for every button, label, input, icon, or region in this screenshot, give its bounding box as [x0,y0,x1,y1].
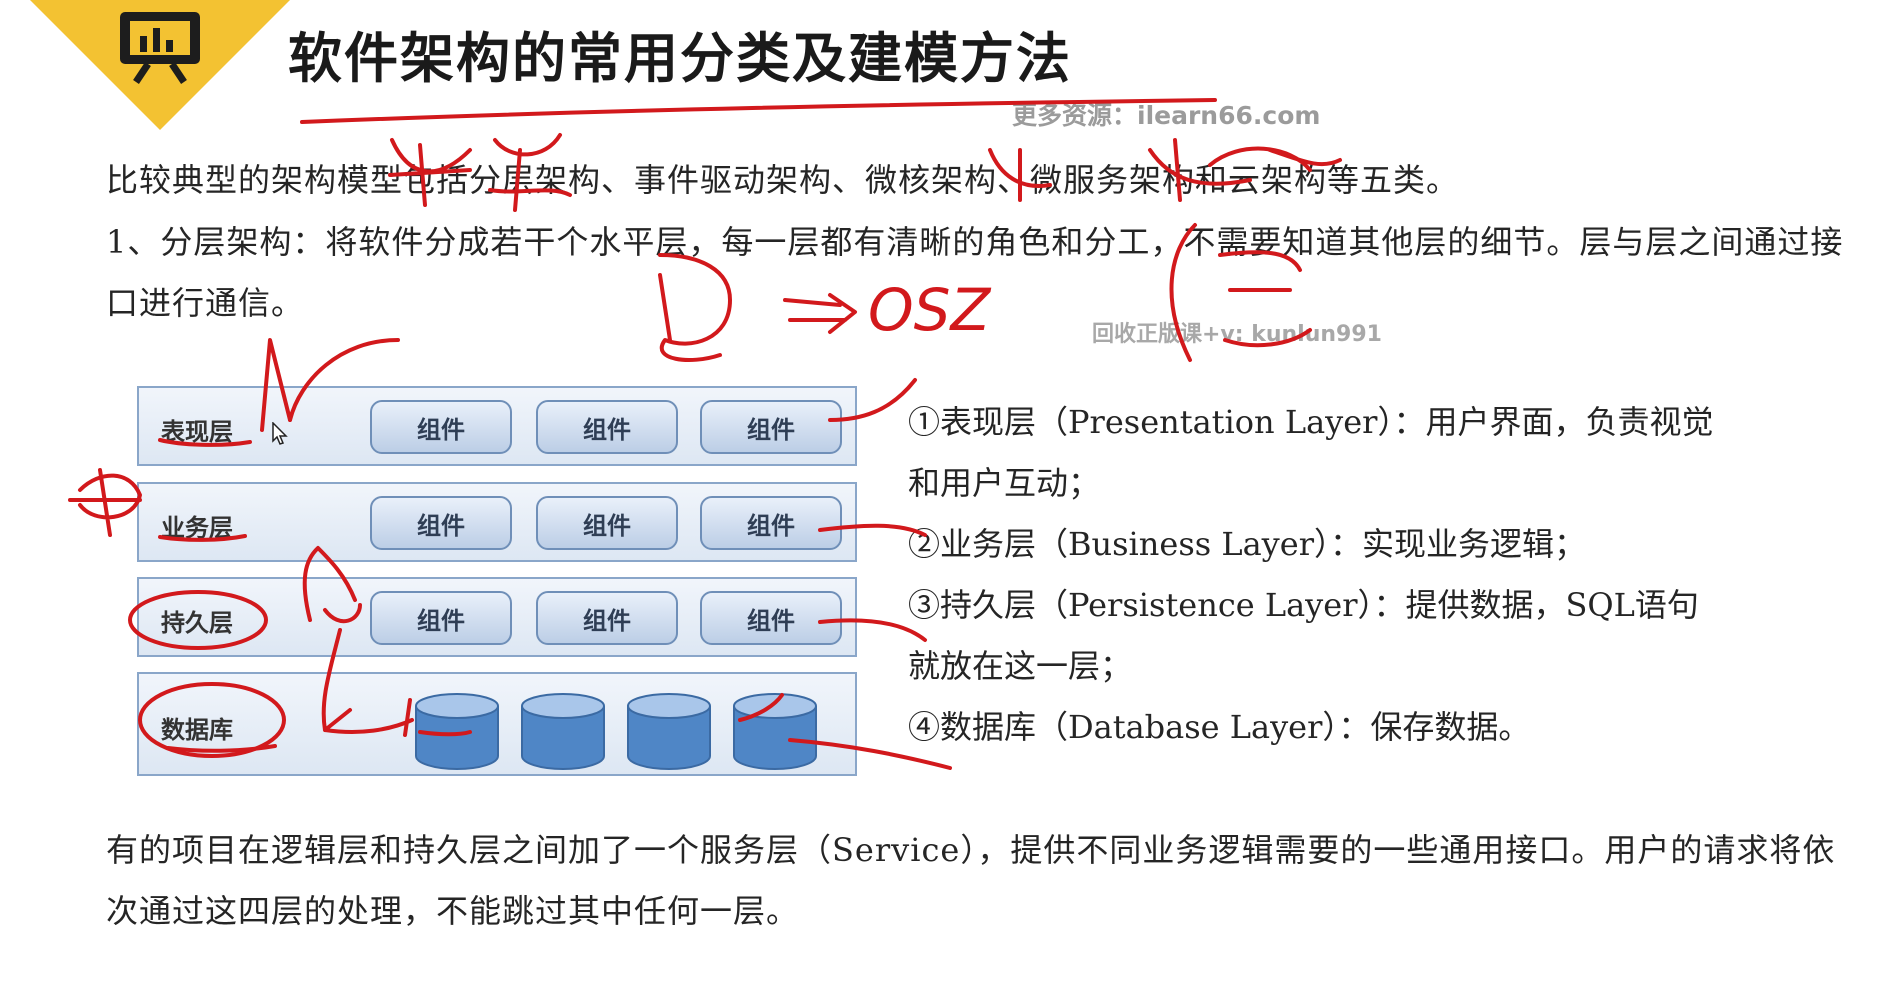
closing-paragraph: 有的项目在逻辑层和持久层之间加了一个服务层（Service），提供不同业务逻辑需… [106,831,1836,930]
database-cylinder-icon [521,693,605,770]
component-box: 组件 [700,496,842,550]
layer-label: 数据库 [161,716,233,744]
component-box: 组件 [700,400,842,454]
watermark-top: 更多资源：ilearn66.com [1012,101,1321,130]
desc-persistence: ③持久层（Persistence Layer）：提供数据，SQL语句就放在这一层… [908,586,1699,685]
layer-presentation: 表现层 组件 组件 组件 [137,386,857,466]
layer-persistence: 持久层 组件 组件 组件 [137,577,857,657]
component-box: 组件 [536,591,678,645]
watermark-mid: 回收正版课+v: kunlun991 [1092,322,1382,347]
component-box: 组件 [370,496,512,550]
component-box: 组件 [370,400,512,454]
component-box: 组件 [700,591,842,645]
database-cylinder-icon [415,693,499,770]
layered-architecture-diagram: 表现层 组件 组件 组件 业务层 组件 组件 组件 持久层 组件 组件 组件 数… [137,386,859,776]
database-cylinder-icon [733,693,817,770]
corner-badge [30,0,290,130]
mouse-pointer-icon [272,422,288,445]
layered-definition: 1、分层架构：将软件分成若干个水平层，每一层都有清晰的角色和分工，不需要知道其他… [106,223,1844,322]
component-box: 组件 [370,591,512,645]
desc-database: ④数据库（Database Layer）：保存数据。 [908,708,1531,746]
layer-label: 业务层 [161,514,233,542]
intro-paragraph: 比较典型的架构模型包括分层架构、事件驱动架构、微核架构、微服务架构和云架构等五类… [106,161,1460,199]
component-box: 组件 [536,400,678,454]
layer-label: 表现层 [161,418,233,446]
layer-business: 业务层 组件 组件 组件 [137,482,857,562]
layer-database: 数据库 [137,672,857,776]
desc-business: ②业务层（Business Layer）：实现业务逻辑； [908,525,1586,563]
desc-presentation: ①表现层（Presentation Layer）：用户界面，负责视觉和用户互动； [908,403,1714,502]
layer-descriptions: ①表现层（Presentation Layer）：用户界面，负责视觉和用户互动；… [908,392,1728,758]
slide-title: 软件架构的常用分类及建模方法 [288,27,1072,90]
presentation-board-icon [120,12,200,84]
database-cylinder-icon [627,693,711,770]
component-box: 组件 [536,496,678,550]
layer-label: 持久层 [161,609,233,637]
